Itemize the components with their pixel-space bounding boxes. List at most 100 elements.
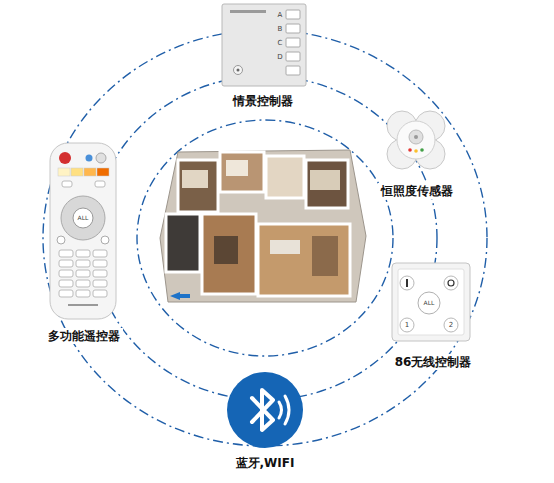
remote-control-part-part: [76, 270, 90, 277]
remote-control-part-part: [76, 250, 90, 257]
remote-control-part: [57, 236, 65, 244]
remote-control-part-part: [93, 250, 107, 257]
house-floorplan: [160, 150, 366, 302]
house-floorplan-part: [214, 236, 238, 264]
wall-controller-86-part: [444, 318, 458, 332]
remote-control-part: [86, 155, 93, 162]
dashed-ring-part: [93, 76, 437, 400]
house-floorplan-part: [306, 160, 348, 208]
light-sensor-part: [414, 149, 418, 153]
remote-control-part: [68, 304, 98, 306]
house-floorplan-part: [160, 150, 366, 302]
wall-controller-86-part: [392, 263, 470, 341]
house-floorplan-part: [178, 160, 218, 212]
house-floorplan-part: [258, 224, 350, 296]
bluetooth-icon: [227, 372, 303, 448]
remote-control-part-part: [59, 260, 73, 267]
button-number: 2: [449, 322, 453, 329]
scene-controller-part: [222, 4, 306, 86]
remote-control-part-part: [93, 260, 107, 267]
house-floorplan-part: [270, 240, 300, 254]
wall-controller-86-part: [444, 276, 458, 290]
button-number: 1: [405, 322, 409, 329]
wall-controller-86-part: [398, 269, 464, 335]
bluetooth-icon-part: [279, 402, 282, 418]
button-letter: A: [278, 12, 283, 19]
scene-controller-part: [286, 24, 300, 33]
house-floorplan-part: [310, 170, 340, 190]
device-box: 恒照度传感器: [362, 100, 472, 199]
house-floorplan-part: [226, 160, 248, 176]
light-sensor: [387, 111, 445, 169]
bluetooth-icon-part: [252, 390, 273, 430]
light-sensor-part: [409, 130, 423, 144]
device-name: 情景控制器: [230, 93, 296, 109]
remote-control-part-part: [76, 260, 90, 267]
remote-control-part: [84, 168, 96, 176]
remote-control-part-part: [93, 280, 107, 287]
light-sensor-part: [420, 148, 424, 152]
remote-control-part: [101, 236, 109, 244]
house-floorplan-part: [202, 214, 256, 294]
light-sensor-part: [397, 121, 435, 159]
house-floorplan-part: [166, 214, 200, 272]
remote-control-part-part: [59, 270, 73, 277]
remote-control-part: [73, 208, 93, 228]
remote-control-part: [58, 168, 70, 176]
wall-controller-86-part: [448, 280, 454, 286]
remote-control-part-part: [76, 290, 90, 297]
remote-control-part: [61, 196, 105, 240]
wall-controller-86-part: [400, 318, 414, 332]
device-name: 86无线控制器: [392, 354, 475, 370]
scene-controller-part: [230, 10, 266, 13]
house-floorplan-part: [182, 170, 208, 188]
device-box: 情景控制器: [205, 0, 321, 109]
remote-control-part-part: [93, 290, 107, 297]
wall-controller-86-part: [400, 276, 414, 290]
remote-control-part: [71, 168, 83, 176]
scene-controller-part: [234, 66, 243, 75]
remote-control-part: [97, 168, 109, 176]
house-floorplan-part: [220, 152, 264, 192]
scene-controller-part: [286, 52, 300, 61]
scene-controller-part: [237, 69, 240, 72]
wall-controller-86-part: [406, 279, 408, 287]
remote-control-part: [50, 143, 116, 319]
remote-control-part: [59, 250, 107, 297]
button-letter: B: [278, 26, 283, 33]
remote-control-part-part: [59, 280, 73, 287]
device-name: 多功能遥控器: [45, 328, 123, 344]
scene-controller-part: [286, 38, 300, 47]
remote-control-part-part: [93, 270, 107, 277]
scene-controller-part: [286, 66, 300, 75]
scene-controller: [222, 4, 306, 86]
house-floorplan-part: [170, 292, 190, 300]
house-floorplan-part: [266, 156, 304, 198]
light-sensor-part: [414, 135, 418, 139]
remote-control-part-part: [59, 290, 73, 297]
remote-control-part: [62, 181, 72, 187]
button-letter: C: [278, 40, 283, 47]
button-label: ALL: [424, 300, 435, 306]
remote-control: [50, 143, 116, 319]
house-floorplan-part: [312, 236, 338, 276]
device-box: 蓝牙,WIFI: [200, 368, 330, 471]
button-label: ALL: [78, 215, 89, 221]
wall-controller-86-part: [418, 292, 440, 314]
remote-control-part: [59, 152, 71, 164]
button-letter: D: [277, 54, 282, 61]
light-sensor-part: [408, 148, 412, 152]
bluetooth-icon-part: [227, 372, 303, 448]
remote-control-part-part: [59, 250, 73, 257]
dashed-ring-part: [137, 120, 393, 356]
remote-control-part: [95, 181, 105, 187]
wall-controller-86: [392, 263, 470, 341]
device-name: 恒照度传感器: [378, 183, 456, 199]
device-box: 多功能遥控器: [28, 135, 140, 344]
scene-controller-part: [286, 10, 300, 19]
device-box: 86无线控制器: [376, 255, 490, 370]
bluetooth-icon-part: [285, 396, 289, 424]
remote-control-part: [96, 153, 106, 163]
remote-control-part-part: [76, 280, 90, 287]
